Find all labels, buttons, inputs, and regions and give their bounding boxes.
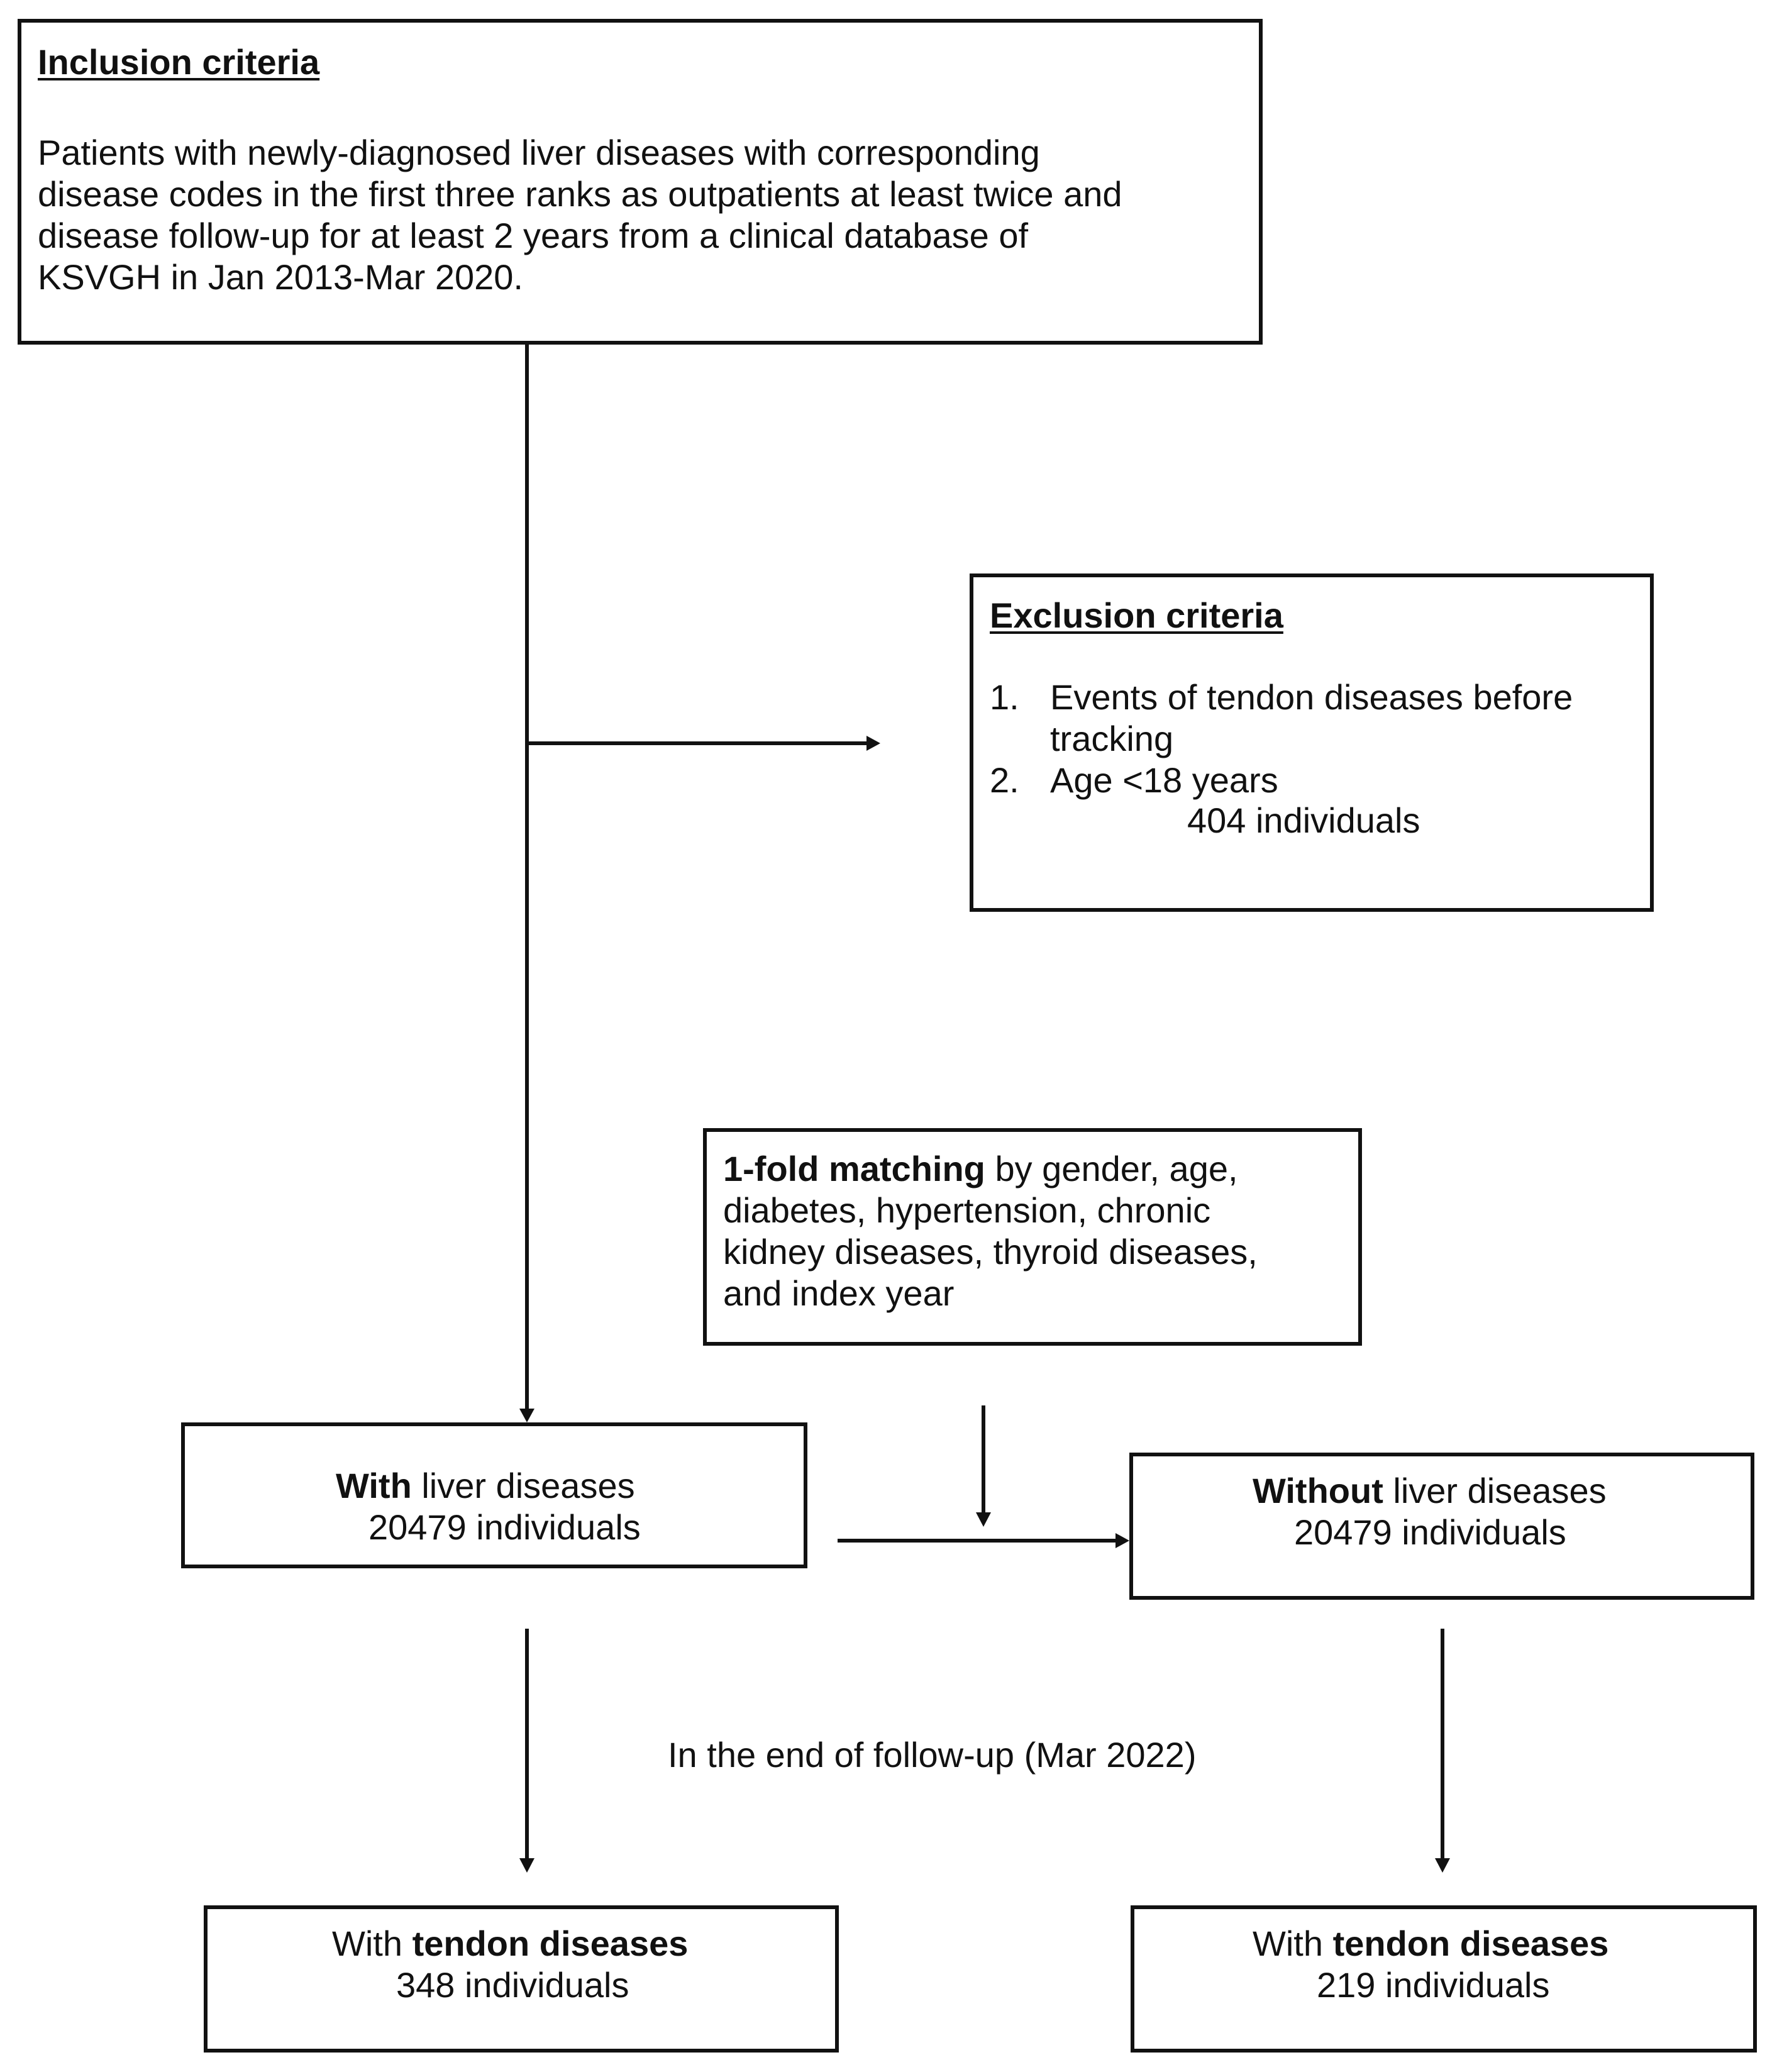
matching-line-1: 1-fold matching by gender, age, [723, 1148, 1238, 1190]
without-liver-rest: liver diseases [1383, 1471, 1607, 1510]
left-followup-arrowhead [519, 1858, 534, 1873]
with-liver-rest: liver diseases [411, 1466, 635, 1505]
matching-line-4: and index year [723, 1273, 955, 1313]
without-liver-label: Without liver diseases [1253, 1470, 1607, 1512]
with-to-without-arrowhead [1115, 1533, 1129, 1548]
without-liver-bold: Without [1253, 1471, 1383, 1510]
main-vertical-arrowhead [519, 1409, 534, 1422]
with-liver-label: With liver diseases [336, 1465, 635, 1507]
tendon-left-prefix: With [332, 1924, 412, 1963]
tendon-left-bold: tendon diseases [412, 1924, 689, 1963]
matching-line-2: diabetes, hypertension, chronic [723, 1190, 1211, 1230]
exclusion-item1-line2: tracking [1050, 719, 1174, 758]
matching-arrowhead [976, 1512, 991, 1527]
tendon-right-box [1131, 1905, 1757, 2053]
tendon-left-label: With tendon diseases [332, 1923, 688, 1964]
without-liver-diseases-box [1129, 1453, 1754, 1600]
matching-line-3: kidney diseases, thyroid diseases, [723, 1232, 1258, 1271]
exclusion-item1-number: 1. [990, 677, 1019, 717]
follow-up-label: In the end of follow-up (Mar 2022) [668, 1735, 1197, 1775]
right-followup-arrowhead [1435, 1858, 1450, 1873]
inclusion-line-2: disease codes in the first three ranks a… [38, 174, 1122, 214]
inclusion-line-1: Patients with newly-diagnosed liver dise… [38, 133, 1040, 172]
with-liver-count: 20479 individuals [368, 1507, 641, 1547]
exclusion-criteria-box [970, 573, 1654, 912]
exclusion-heading: Exclusion criteria [990, 596, 1283, 635]
with-liver-bold: With [336, 1466, 412, 1505]
inclusion-line-4: KSVGH in Jan 2013-Mar 2020. [38, 257, 523, 297]
tendon-left-box [204, 1905, 839, 2053]
without-liver-count: 20479 individuals [1294, 1512, 1566, 1552]
tendon-right-label: With tendon diseases [1253, 1923, 1608, 1964]
inclusion-heading: Inclusion criteria [38, 42, 320, 82]
tendon-left-count: 348 individuals [396, 1965, 629, 2005]
with-liver-diseases-box [181, 1422, 807, 1568]
inclusion-criteria-box [18, 19, 1263, 345]
exclusion-item2-text: Age <18 years [1050, 760, 1278, 800]
matching-box [703, 1128, 1362, 1346]
exclusion-item2-number: 2. [990, 760, 1019, 800]
tendon-right-count: 219 individuals [1317, 1965, 1550, 2005]
matching-line-1-rest: by gender, age, [985, 1149, 1238, 1188]
tendon-right-bold: tendon diseases [1332, 1924, 1609, 1963]
exclusion-item1-line1: Events of tendon diseases before [1050, 677, 1573, 717]
exclusion-count: 404 individuals [1187, 801, 1420, 840]
exclusion-arrowhead [866, 736, 880, 751]
inclusion-line-3: disease follow-up for at least 2 years f… [38, 216, 1029, 255]
tendon-right-prefix: With [1253, 1924, 1333, 1963]
matching-bold-label: 1-fold matching [723, 1149, 985, 1188]
